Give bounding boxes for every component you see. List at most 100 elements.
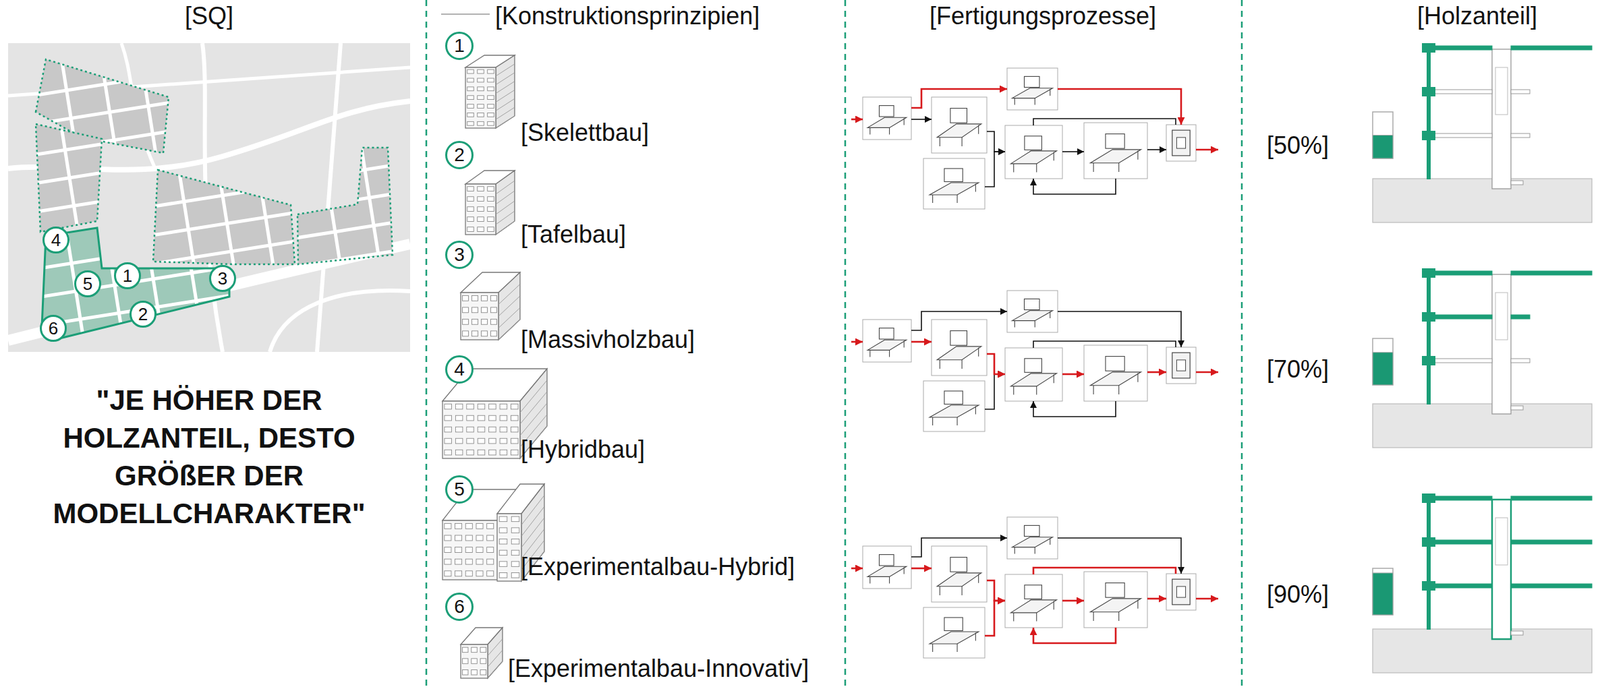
building-window [467,69,475,74]
machine-frame [1007,68,1058,110]
column-header: [Holzanteil] [1417,1,1538,31]
section-slab [1510,133,1530,138]
quarter-street [0,68,205,103]
machine-head [1105,356,1125,372]
building-window [499,539,508,546]
flow-arrow [1033,401,1116,417]
site-map [0,3,448,402]
building-window [487,186,495,192]
machine-leg [1049,311,1051,319]
machine-icon [923,158,985,210]
share-bar [1372,111,1393,159]
building-window [480,659,487,665]
flow-arrow [1195,149,1219,152]
building-window [471,670,478,676]
machine-leg [1049,89,1051,96]
building-window [455,404,463,410]
section-slab [1428,89,1493,94]
flow-arrow [1062,373,1084,376]
machine-icon [1083,345,1148,402]
machine-icon [923,607,985,659]
section-column [1426,495,1431,631]
machine-leg [1137,373,1138,383]
section-core-foot [1510,631,1524,636]
building-window [499,573,508,579]
building-window [499,561,508,568]
building-window [467,95,475,100]
machine-frame [931,97,987,154]
building-side [498,272,521,340]
number-circle: 1 [113,262,141,290]
building-window [499,528,508,534]
building-window [444,571,452,577]
building-window [455,426,463,433]
machine-leg [1014,98,1016,106]
number-circle: 3 [445,240,474,270]
quarter-street [110,178,331,214]
quarter-street [138,186,169,378]
section-column [1426,269,1431,405]
building-window [487,104,495,109]
building-window [489,415,497,421]
building-window [467,104,475,109]
building-window [511,528,520,534]
map-road [317,43,341,353]
building-window [466,404,475,410]
building-floor-line [498,296,521,317]
building-floor-line [487,639,503,657]
building-window [466,449,475,456]
machine-leg [957,417,958,426]
building-window [499,438,508,444]
machine-leg [903,118,905,126]
machine-icon [1083,572,1148,628]
building-window [487,69,495,74]
machine-icon [1166,124,1196,162]
building-window [477,207,485,212]
section-column [1426,44,1431,180]
machine-leg [1013,613,1014,622]
building-window [477,227,485,233]
building-window [444,438,452,444]
quarter-street [172,6,200,180]
building-window [462,659,469,665]
machine-icon [1007,517,1058,560]
column-header: [Konstruktionsprinzipien] [495,1,760,31]
machine-table [1011,151,1057,164]
machine-leg [869,127,871,135]
machine-head [944,168,963,183]
machine-head [1024,585,1043,600]
callout-number: 2 [138,305,148,324]
flow-arrow [911,567,932,570]
section-core [1492,274,1511,415]
number-circle: 2 [445,140,474,170]
machine-table [929,632,979,645]
building-front [460,292,499,340]
flow-arrow [911,538,1008,558]
machine-frame [1083,572,1148,628]
machine-head [1024,525,1041,537]
machine-frame [1166,574,1196,611]
callout-number: 6 [453,597,465,617]
machine-table [1090,372,1141,386]
building-window [487,571,494,577]
machine-table [867,566,907,577]
building-window [481,319,488,325]
machine-table [1011,373,1057,387]
building-window [487,87,495,92]
building-window [467,227,475,233]
building-floor-line [495,180,515,195]
machine-table [1011,600,1057,614]
flow-arrow [1147,149,1167,151]
building-window [477,69,485,74]
building-window [444,426,452,433]
machine-frame [931,319,987,376]
building-window [489,426,497,433]
building-floor-line [498,308,521,329]
label-text: [50%] [1266,130,1329,160]
machine-leg [1093,385,1095,395]
machine-head [950,557,968,573]
building-window [444,449,452,456]
flow-arrow [851,567,863,570]
flow-arrow [911,118,932,121]
machine-leg [1036,163,1037,173]
